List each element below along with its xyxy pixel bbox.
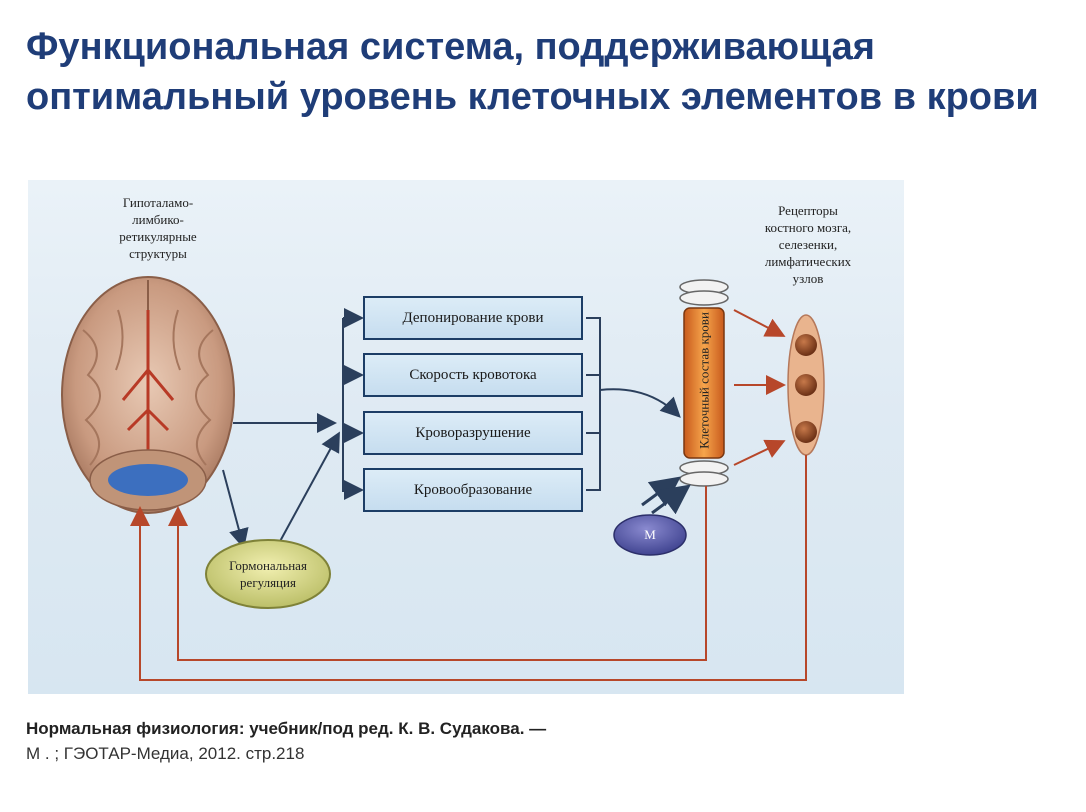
brain-to-effectors-arrows <box>222 308 364 549</box>
hormonal-regulation-node <box>205 539 331 609</box>
receptor-organ <box>787 314 825 456</box>
slide-title: Функциональная система, поддерживающая о… <box>26 26 1039 118</box>
diagram-graphics <box>61 276 825 681</box>
brain-structures-label: Гипоталамо- лимбико- ретикулярные структ… <box>119 195 197 261</box>
receptors-label: Рецепторы костного мозга, селезенки, лим… <box>764 203 852 286</box>
effectors-to-column-arrows <box>586 317 681 491</box>
brain-illustration <box>61 276 235 514</box>
blood-composition-label: Клеточный состав крови <box>696 312 712 449</box>
effector-box-hemolysis: Кроворазрушение <box>363 411 583 455</box>
m-node-label: М <box>644 527 656 542</box>
blood-composition-column <box>679 279 729 487</box>
column-to-receptors-arrows <box>733 309 786 466</box>
hormonal-regulation-label: Гормональная регуляция <box>229 558 307 590</box>
effector-box-deposition: Депонирование крови <box>363 296 583 340</box>
effector-box-hematopoiesis: Кровообразование <box>363 468 583 512</box>
citation-line-1: Нормальная физиология: учебник/под ред. … <box>26 719 547 738</box>
citation: Нормальная физиология: учебник/под ред. … <box>26 716 926 766</box>
m-node <box>613 514 687 556</box>
functional-system-diagram: Гипоталамо- лимбико- ретикулярные структ… <box>28 180 904 694</box>
m-to-column-arrows <box>641 476 691 515</box>
citation-line-2: М . ; ГЭОТАР-Медиа, 2012. стр.218 <box>26 744 305 763</box>
effector-box-blood-flow-speed: Скорость кровотока <box>363 353 583 397</box>
feedback-lines <box>130 455 807 681</box>
